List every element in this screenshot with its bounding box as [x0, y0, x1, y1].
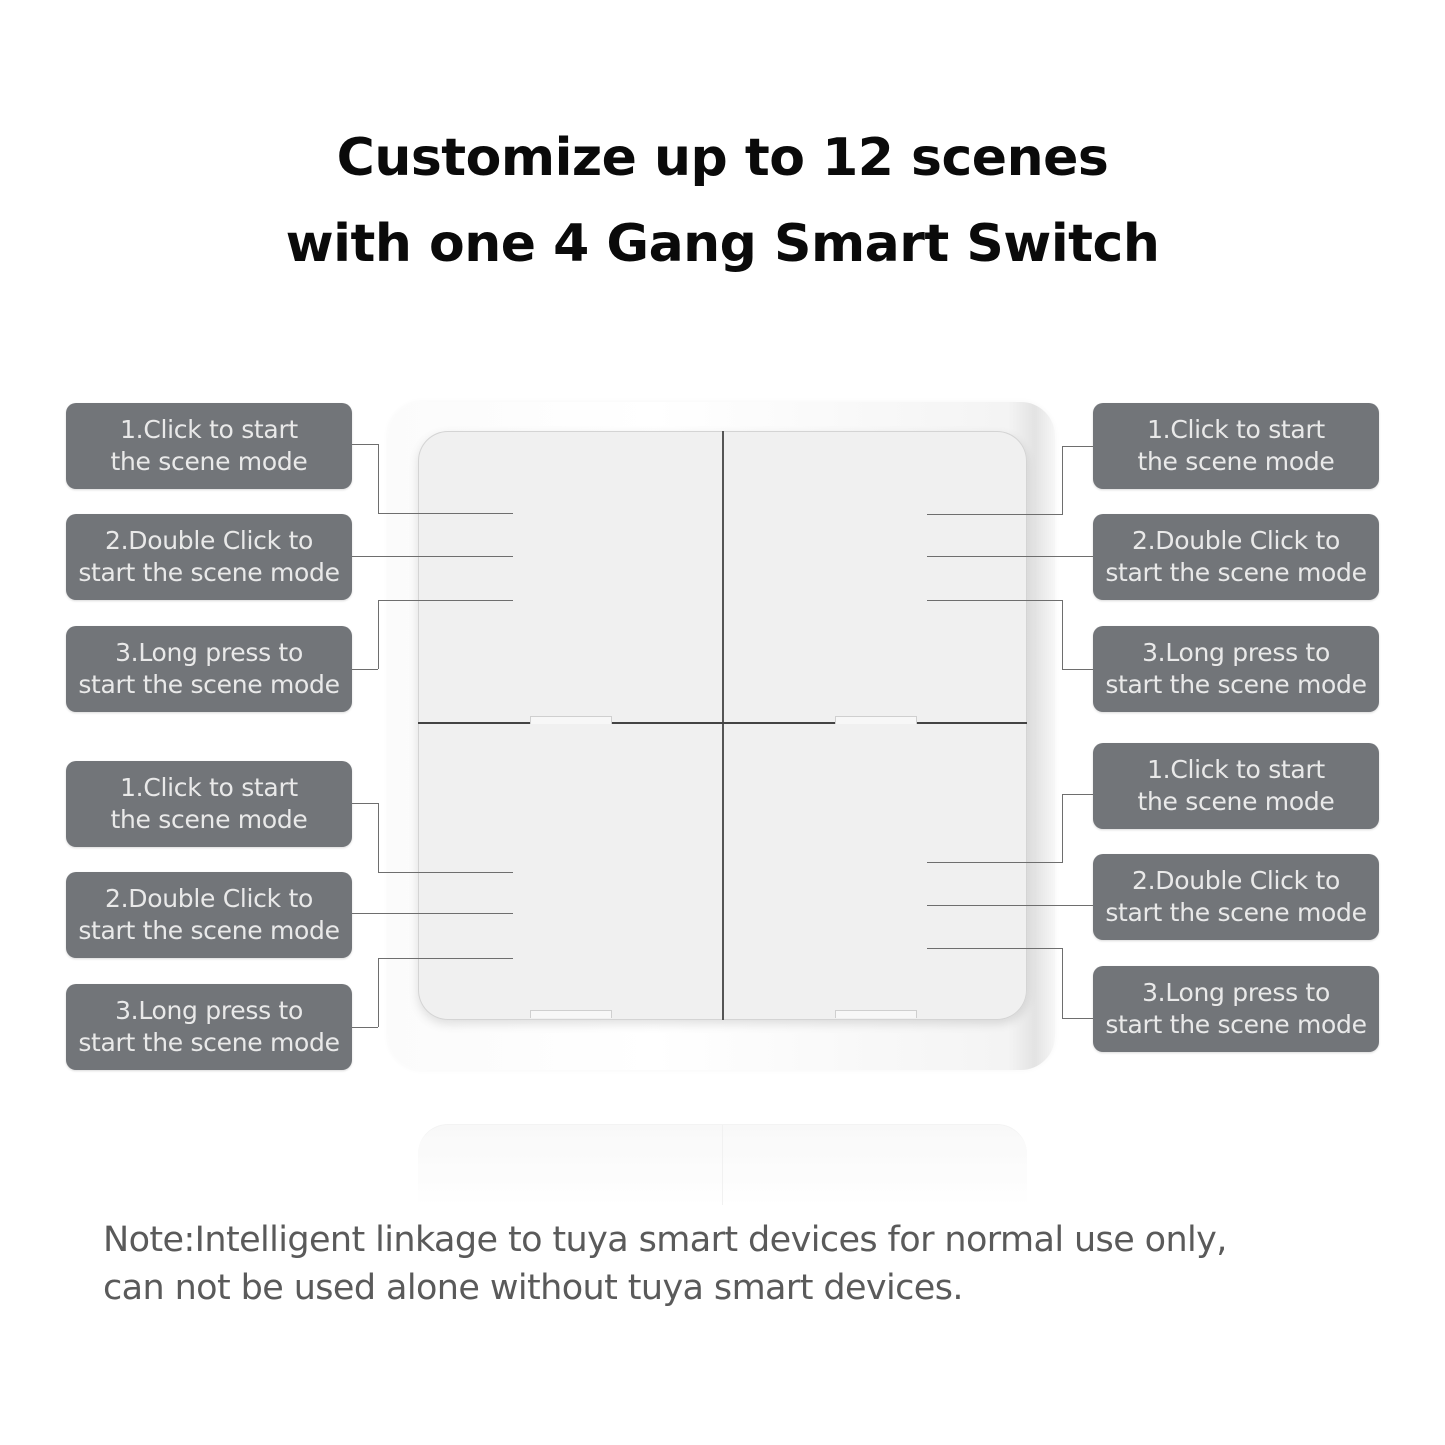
callout-text: the scene mode: [110, 447, 308, 476]
connector-line: [378, 958, 379, 1027]
connector-line: [378, 872, 513, 873]
connector-line: [378, 600, 513, 601]
callout-bottom-left-long-press: 3.Long press to start the scene mode: [66, 984, 352, 1070]
connector-line: [927, 556, 1093, 557]
connector-line: [927, 600, 1062, 601]
headline-line-1: Customize up to 12 scenes: [336, 128, 1109, 188]
callout-text: 1.Click to start: [1147, 755, 1325, 784]
headline-line-2: with one 4 Gang Smart Switch: [285, 214, 1160, 274]
callout-top-right-double-click: 2.Double Click to start the scene mode: [1093, 514, 1379, 600]
connector-line: [927, 948, 1062, 949]
connector-line: [352, 556, 513, 557]
callout-top-left-click: 1.Click to start the scene mode: [66, 403, 352, 489]
callout-text: 2.Double Click to: [1132, 526, 1340, 555]
callout-text: start the scene mode: [78, 558, 340, 587]
connector-line: [378, 513, 513, 514]
connector-line: [1062, 669, 1093, 670]
connector-line: [352, 803, 378, 804]
callout-text: the scene mode: [110, 805, 308, 834]
footnote-line-2: can not be used alone without tuya smart…: [103, 1268, 963, 1308]
gang-3-indicator: [530, 1010, 612, 1018]
callout-text: 3.Long press to: [115, 996, 303, 1025]
horizontal-divider: [418, 722, 1027, 724]
callout-text: 3.Long press to: [1142, 638, 1330, 667]
callout-text: start the scene mode: [1105, 670, 1367, 699]
callout-text: start the scene mode: [78, 670, 340, 699]
callout-text: the scene mode: [1137, 447, 1335, 476]
connector-line: [352, 669, 378, 670]
callout-text: start the scene mode: [1105, 898, 1367, 927]
callout-top-left-double-click: 2.Double Click to start the scene mode: [66, 514, 352, 600]
connector-line: [927, 862, 1062, 863]
device-reflection: [418, 1124, 1027, 1205]
connector-line: [927, 905, 1093, 906]
callout-top-right-click: 1.Click to start the scene mode: [1093, 403, 1379, 489]
connector-line: [1062, 446, 1063, 515]
connector-line: [352, 444, 378, 445]
callout-top-left-long-press: 3.Long press to start the scene mode: [66, 626, 352, 712]
footnote-line-1: Note:Intelligent linkage to tuya smart d…: [103, 1220, 1227, 1260]
callout-bottom-left-double-click: 2.Double Click to start the scene mode: [66, 872, 352, 958]
connector-line: [1062, 794, 1093, 795]
gang-4-indicator: [835, 1010, 917, 1018]
callout-text: 3.Long press to: [115, 638, 303, 667]
callout-text: start the scene mode: [78, 1028, 340, 1057]
switch-panel: [418, 431, 1027, 1020]
callout-bottom-right-double-click: 2.Double Click to start the scene mode: [1093, 854, 1379, 940]
connector-line: [352, 913, 513, 914]
connector-line: [927, 514, 1062, 515]
callout-text: 2.Double Click to: [105, 526, 313, 555]
connector-line: [378, 803, 379, 872]
callout-bottom-left-click: 1.Click to start the scene mode: [66, 761, 352, 847]
callout-text: 3.Long press to: [1142, 978, 1330, 1007]
connector-line: [378, 444, 379, 514]
connector-line: [378, 600, 379, 669]
callout-top-right-long-press: 3.Long press to start the scene mode: [1093, 626, 1379, 712]
connector-line: [352, 1027, 378, 1028]
connector-line: [1062, 446, 1093, 447]
callout-text: 1.Click to start: [120, 773, 298, 802]
callout-text: the scene mode: [1137, 787, 1335, 816]
connector-line: [1062, 948, 1063, 1018]
callout-text: start the scene mode: [1105, 1010, 1367, 1039]
callout-text: 1.Click to start: [120, 415, 298, 444]
connector-line: [1062, 794, 1063, 863]
callout-bottom-right-long-press: 3.Long press to start the scene mode: [1093, 966, 1379, 1052]
connector-line: [1062, 600, 1063, 669]
callout-text: 2.Double Click to: [105, 884, 313, 913]
callout-text: start the scene mode: [78, 916, 340, 945]
callout-text: 1.Click to start: [1147, 415, 1325, 444]
connector-line: [1062, 1018, 1093, 1019]
connector-line: [378, 958, 513, 959]
callout-text: 2.Double Click to: [1132, 866, 1340, 895]
callout-bottom-right-click: 1.Click to start the scene mode: [1093, 743, 1379, 829]
gang-1-indicator: [530, 716, 612, 724]
gang-2-indicator: [835, 716, 917, 724]
callout-text: start the scene mode: [1105, 558, 1367, 587]
vertical-divider: [722, 431, 724, 1020]
